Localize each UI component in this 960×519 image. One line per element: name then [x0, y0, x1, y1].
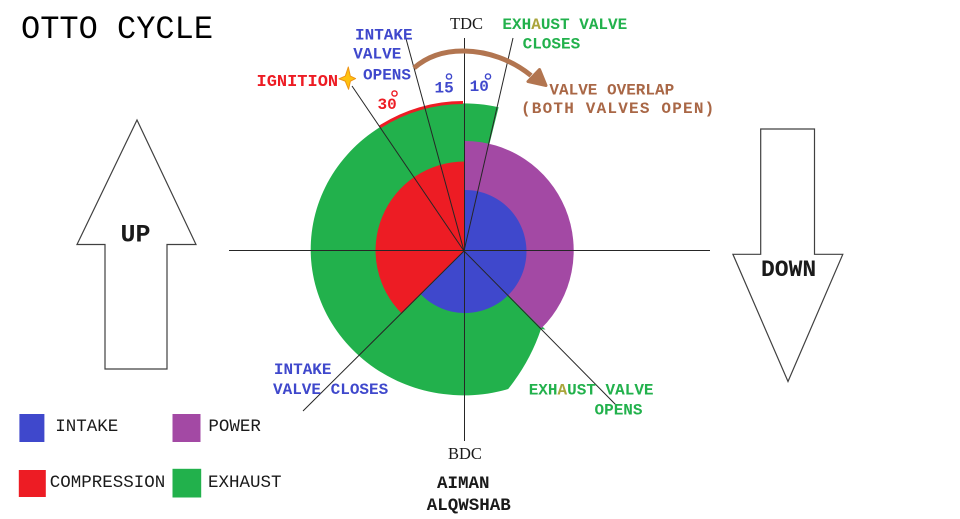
svg-text:TDC: TDC — [450, 14, 483, 33]
svg-text:IGNITION: IGNITION — [257, 73, 339, 92]
svg-text:CLOSES: CLOSES — [523, 35, 581, 53]
svg-text:OPENS: OPENS — [363, 67, 411, 85]
svg-text:VALVE OVERLAP: VALVE OVERLAP — [549, 82, 674, 100]
svg-text:INTAKE: INTAKE — [274, 361, 332, 379]
svg-text:DOWN: DOWN — [761, 257, 816, 283]
svg-text:EXHAUST VALVE: EXHAUST VALVE — [502, 16, 627, 34]
svg-text:OPENS: OPENS — [595, 402, 643, 420]
svg-text:UP: UP — [121, 221, 151, 250]
svg-text:EXHAUST VALVE: EXHAUST VALVE — [529, 382, 654, 400]
svg-text:AIMAN: AIMAN — [437, 474, 490, 494]
svg-text:30: 30 — [378, 96, 397, 114]
svg-text:EXHAUST: EXHAUST — [208, 473, 282, 493]
svg-text:ALQWSHAB: ALQWSHAB — [427, 496, 512, 516]
svg-text:INTAKE: INTAKE — [355, 26, 413, 44]
svg-text:POWER: POWER — [208, 417, 261, 437]
svg-text:BDC: BDC — [448, 444, 482, 463]
svg-text:INTAKE: INTAKE — [55, 417, 118, 437]
svg-text:COMPRESSION: COMPRESSION — [50, 473, 166, 493]
svg-text:10: 10 — [470, 78, 489, 96]
svg-text:VALVE: VALVE — [353, 46, 401, 64]
svg-text:(BOTH VALVES OPEN): (BOTH VALVES OPEN) — [521, 100, 715, 118]
svg-text:15: 15 — [435, 79, 454, 97]
svg-text:OTTO CYCLE: OTTO CYCLE — [21, 11, 213, 48]
svg-text:VALVE CLOSES: VALVE CLOSES — [273, 381, 389, 399]
